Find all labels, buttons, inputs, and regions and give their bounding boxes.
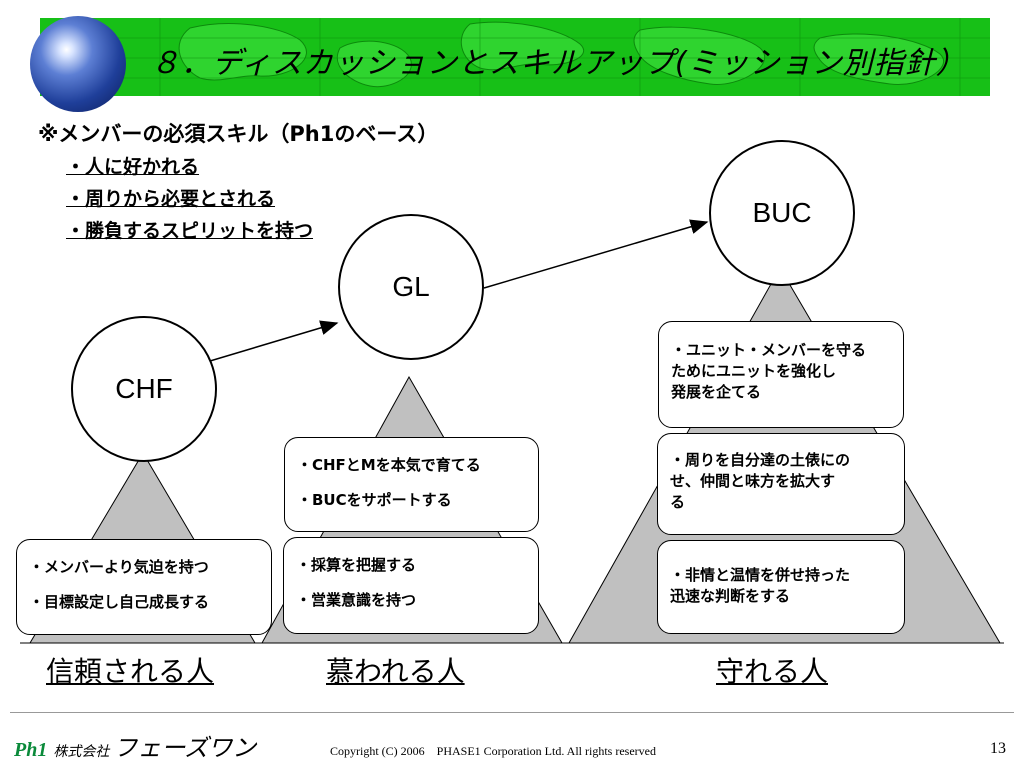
page-title: ８．ディスカッションとスキルアップ(ミッション別指針） [150,46,967,81]
company-logo: Ph1 株式会社フェーズワン [14,728,256,763]
description-line: 迅速な判断をする [670,587,791,605]
description-line: 発展を企てる [671,383,762,401]
footer-divider [10,712,1014,713]
page-number: 13 [990,740,1006,757]
skills-heading: ※メンバーの必須スキル（Ph1のベース） [38,122,439,146]
description-line: ためにユニットを強化し [671,362,837,380]
level-circle-chf: CHF [71,316,217,462]
description-line: ・CHFとMを本気で育てる [297,456,481,474]
description-line: ・ユニット・メンバーを守る [671,341,867,359]
description-line: ・周りを自分達の土俵にの [670,451,851,469]
skill-item: ・人に好かれる [66,156,200,178]
logo-company: 株式会社 [53,744,110,760]
level-circle-gl: GL [338,214,484,360]
logo-name: フェーズワン [113,734,257,762]
description-box: ・採算を把握する ・営業意識を持つ [283,537,539,634]
description-line: ・メンバーより気迫を持つ [29,558,209,576]
world-map-background [40,18,990,96]
description-box: ・非情と温情を併せ持った 迅速な判断をする [657,540,905,634]
description-box: ・ユニット・メンバーを守る ためにユニットを強化し 発展を企てる [658,321,904,428]
role-label-buc: 守れる人 [716,655,829,688]
description-line: ・BUCをサポートする [297,491,452,509]
description-line: ・採算を把握する [296,556,417,574]
globe-icon [30,16,126,112]
role-label-gl: 慕われる人 [326,655,465,688]
role-label-chf: 信頼される人 [46,655,215,688]
logo-mark: Ph1 [14,739,48,761]
description-line: ・非情と温情を併せ持った [670,566,851,584]
description-box: ・CHFとMを本気で育てる ・BUCをサポートする [284,437,539,532]
copyright-text: Copyright (C) 2006 PHASE1 Corporation Lt… [330,744,656,758]
description-line: る [670,493,686,511]
skill-item: ・周りから必要とされる [66,188,276,210]
arrow-gl-to-buc [483,219,709,289]
description-line: ・営業意識を持つ [296,591,417,609]
level-circle-buc: BUC [709,140,855,286]
arrow-chf-to-gl [209,320,339,362]
description-box: ・周りを自分達の土俵にの せ、仲間と味方を拡大す る [657,433,905,535]
skill-item: ・勝負するスピリットを持つ [66,220,314,242]
title-bar [40,18,990,96]
description-box: ・メンバーより気迫を持つ ・目標設定し自己成長する [16,539,272,635]
description-line: ・目標設定し自己成長する [29,593,210,611]
description-line: せ、仲間と味方を拡大す [670,472,836,490]
